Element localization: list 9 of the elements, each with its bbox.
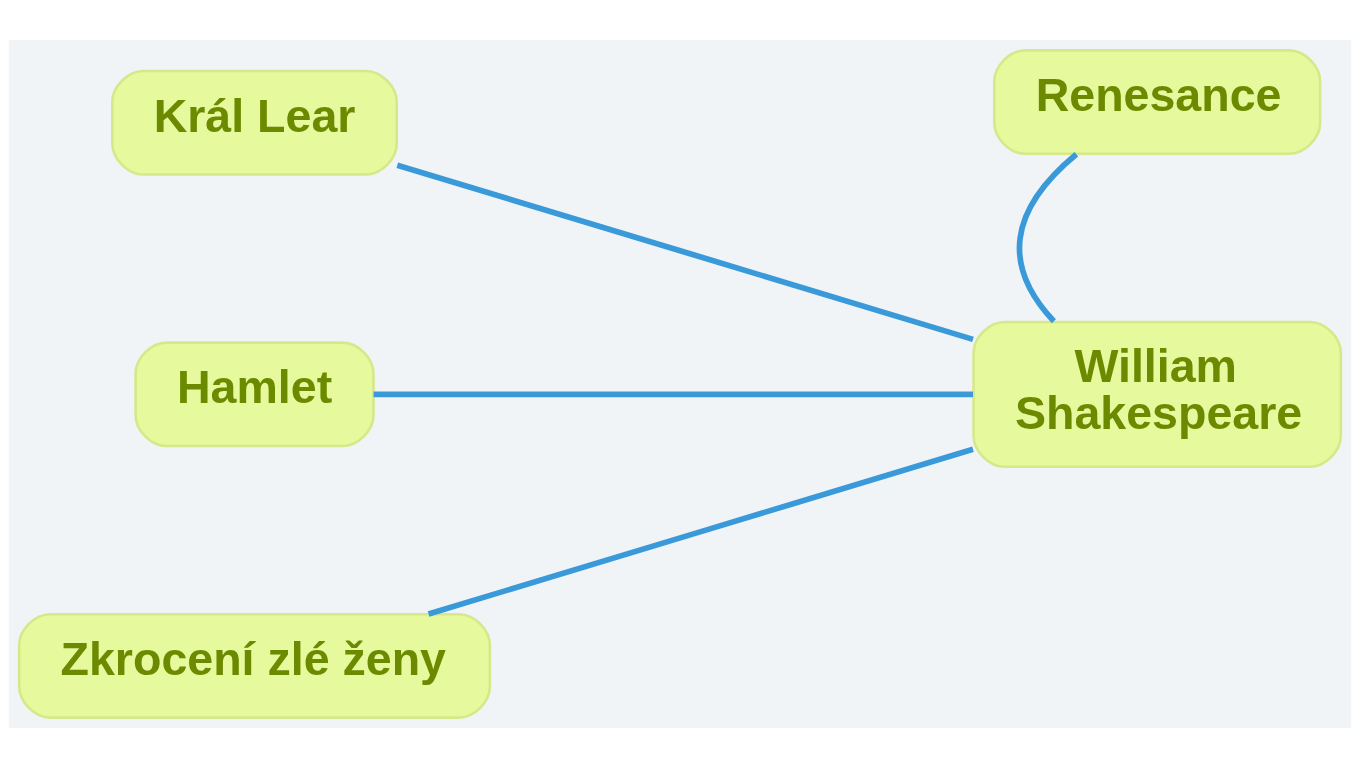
node-box: William Shakespeare (972, 320, 1343, 469)
node-box: Král Lear (110, 69, 399, 176)
connector (1016, 152, 1079, 324)
node-box: Hamlet (134, 341, 375, 448)
node-box: Renesance (992, 49, 1322, 156)
connector (396, 162, 974, 343)
connector (373, 391, 973, 398)
node-box: Zkrocení zlé ženy (17, 612, 492, 719)
connector (427, 446, 974, 617)
